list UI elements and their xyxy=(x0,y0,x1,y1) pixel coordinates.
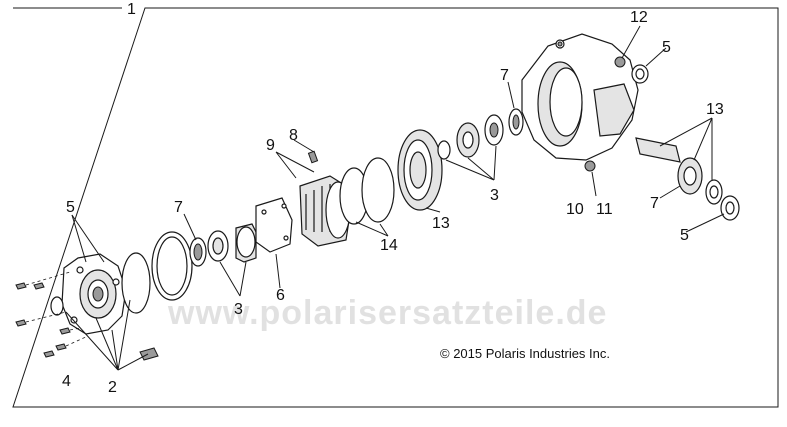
callout-3-mid: 3 xyxy=(234,301,243,318)
callout-10: 10 xyxy=(566,201,584,218)
callout-1: 1 xyxy=(127,1,136,18)
callout-14: 14 xyxy=(380,237,398,254)
callout-3-right: 3 xyxy=(490,187,499,204)
callout-7-left: 7 xyxy=(174,199,183,216)
callout-5-left: 5 xyxy=(66,199,75,216)
pin-8 xyxy=(307,150,319,164)
plug-12 xyxy=(614,56,626,68)
armature-plate xyxy=(255,197,293,253)
cover-bolts xyxy=(15,271,159,361)
bearing-3-right-a xyxy=(437,140,451,160)
leader-lines xyxy=(65,25,725,371)
callout-8: 8 xyxy=(289,127,298,144)
diagram-frame xyxy=(12,7,779,408)
main-housing xyxy=(521,33,639,161)
callout-11: 11 xyxy=(596,201,613,218)
pinion-shaft xyxy=(635,137,681,163)
shim-14-b xyxy=(361,157,395,223)
o-ring-front xyxy=(121,252,151,314)
callout-13-right: 13 xyxy=(706,101,724,118)
callout-7-top: 7 xyxy=(500,67,509,84)
callout-5-top: 5 xyxy=(662,39,671,56)
callout-5-bottom: 5 xyxy=(680,227,689,244)
callout-12: 12 xyxy=(630,9,648,26)
callout-7-bottom: 7 xyxy=(650,195,659,212)
front-cover-assembly xyxy=(61,253,127,335)
roll-cage xyxy=(299,175,351,247)
callout-6: 6 xyxy=(276,287,285,304)
callout-13-mid: 13 xyxy=(432,215,450,232)
copyright-notice: © 2015 Polaris Industries Inc. xyxy=(440,346,610,361)
callout-2: 2 xyxy=(108,379,117,396)
callout-4: 4 xyxy=(62,373,71,390)
watermark: www.polarisersatzteile.de xyxy=(167,294,607,332)
seal-left xyxy=(50,296,64,316)
callout-9: 9 xyxy=(266,137,275,154)
plug-11 xyxy=(584,160,596,172)
ring-gear xyxy=(397,129,443,211)
